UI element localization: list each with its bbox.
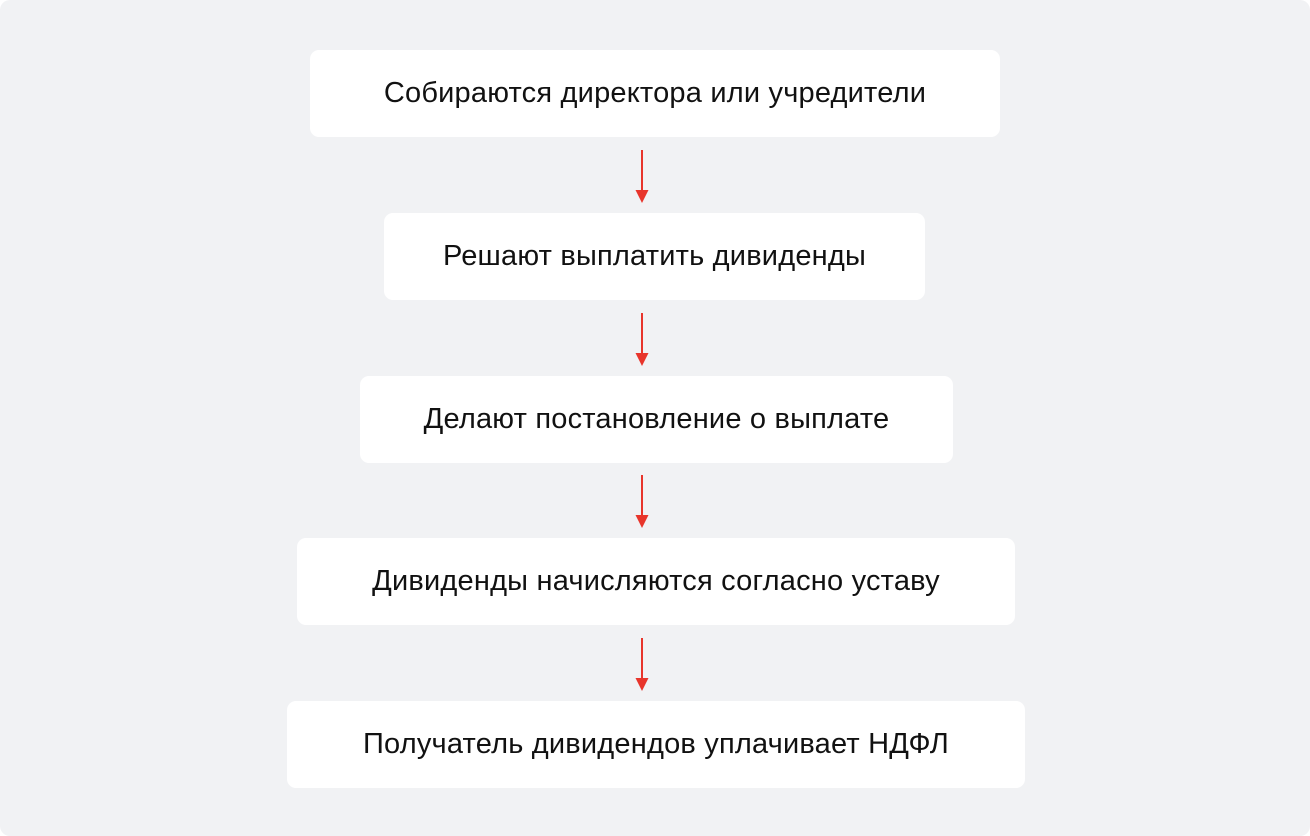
arrow-down-icon (635, 313, 649, 367)
step-label: Собираются директора или учредители (383, 77, 927, 109)
flow-step-pay-ndfl: Получатель дивидендов уплачивает НДФЛ (287, 701, 1025, 788)
arrow-down-icon (635, 638, 649, 692)
step-label: Получатель дивидендов уплачивает НДФЛ (363, 728, 949, 760)
flow-step-decide-dividends: Решают выплатить дивиденды (384, 213, 925, 300)
step-label: Дивиденды начисляются согласно уставу (372, 565, 940, 597)
arrow-down-icon (635, 150, 649, 204)
arrow-down-icon (635, 475, 649, 529)
flow-step-gather-directors: Собираются директора или учредители (310, 50, 1000, 137)
step-label: Делают постановление о выплате (423, 403, 890, 435)
flow-step-accrue-dividends: Дивиденды начисляются согласно уставу (297, 538, 1015, 625)
flow-step-make-resolution: Делают постановление о выплате (360, 376, 953, 463)
step-label: Решают выплатить дивиденды (442, 240, 867, 272)
